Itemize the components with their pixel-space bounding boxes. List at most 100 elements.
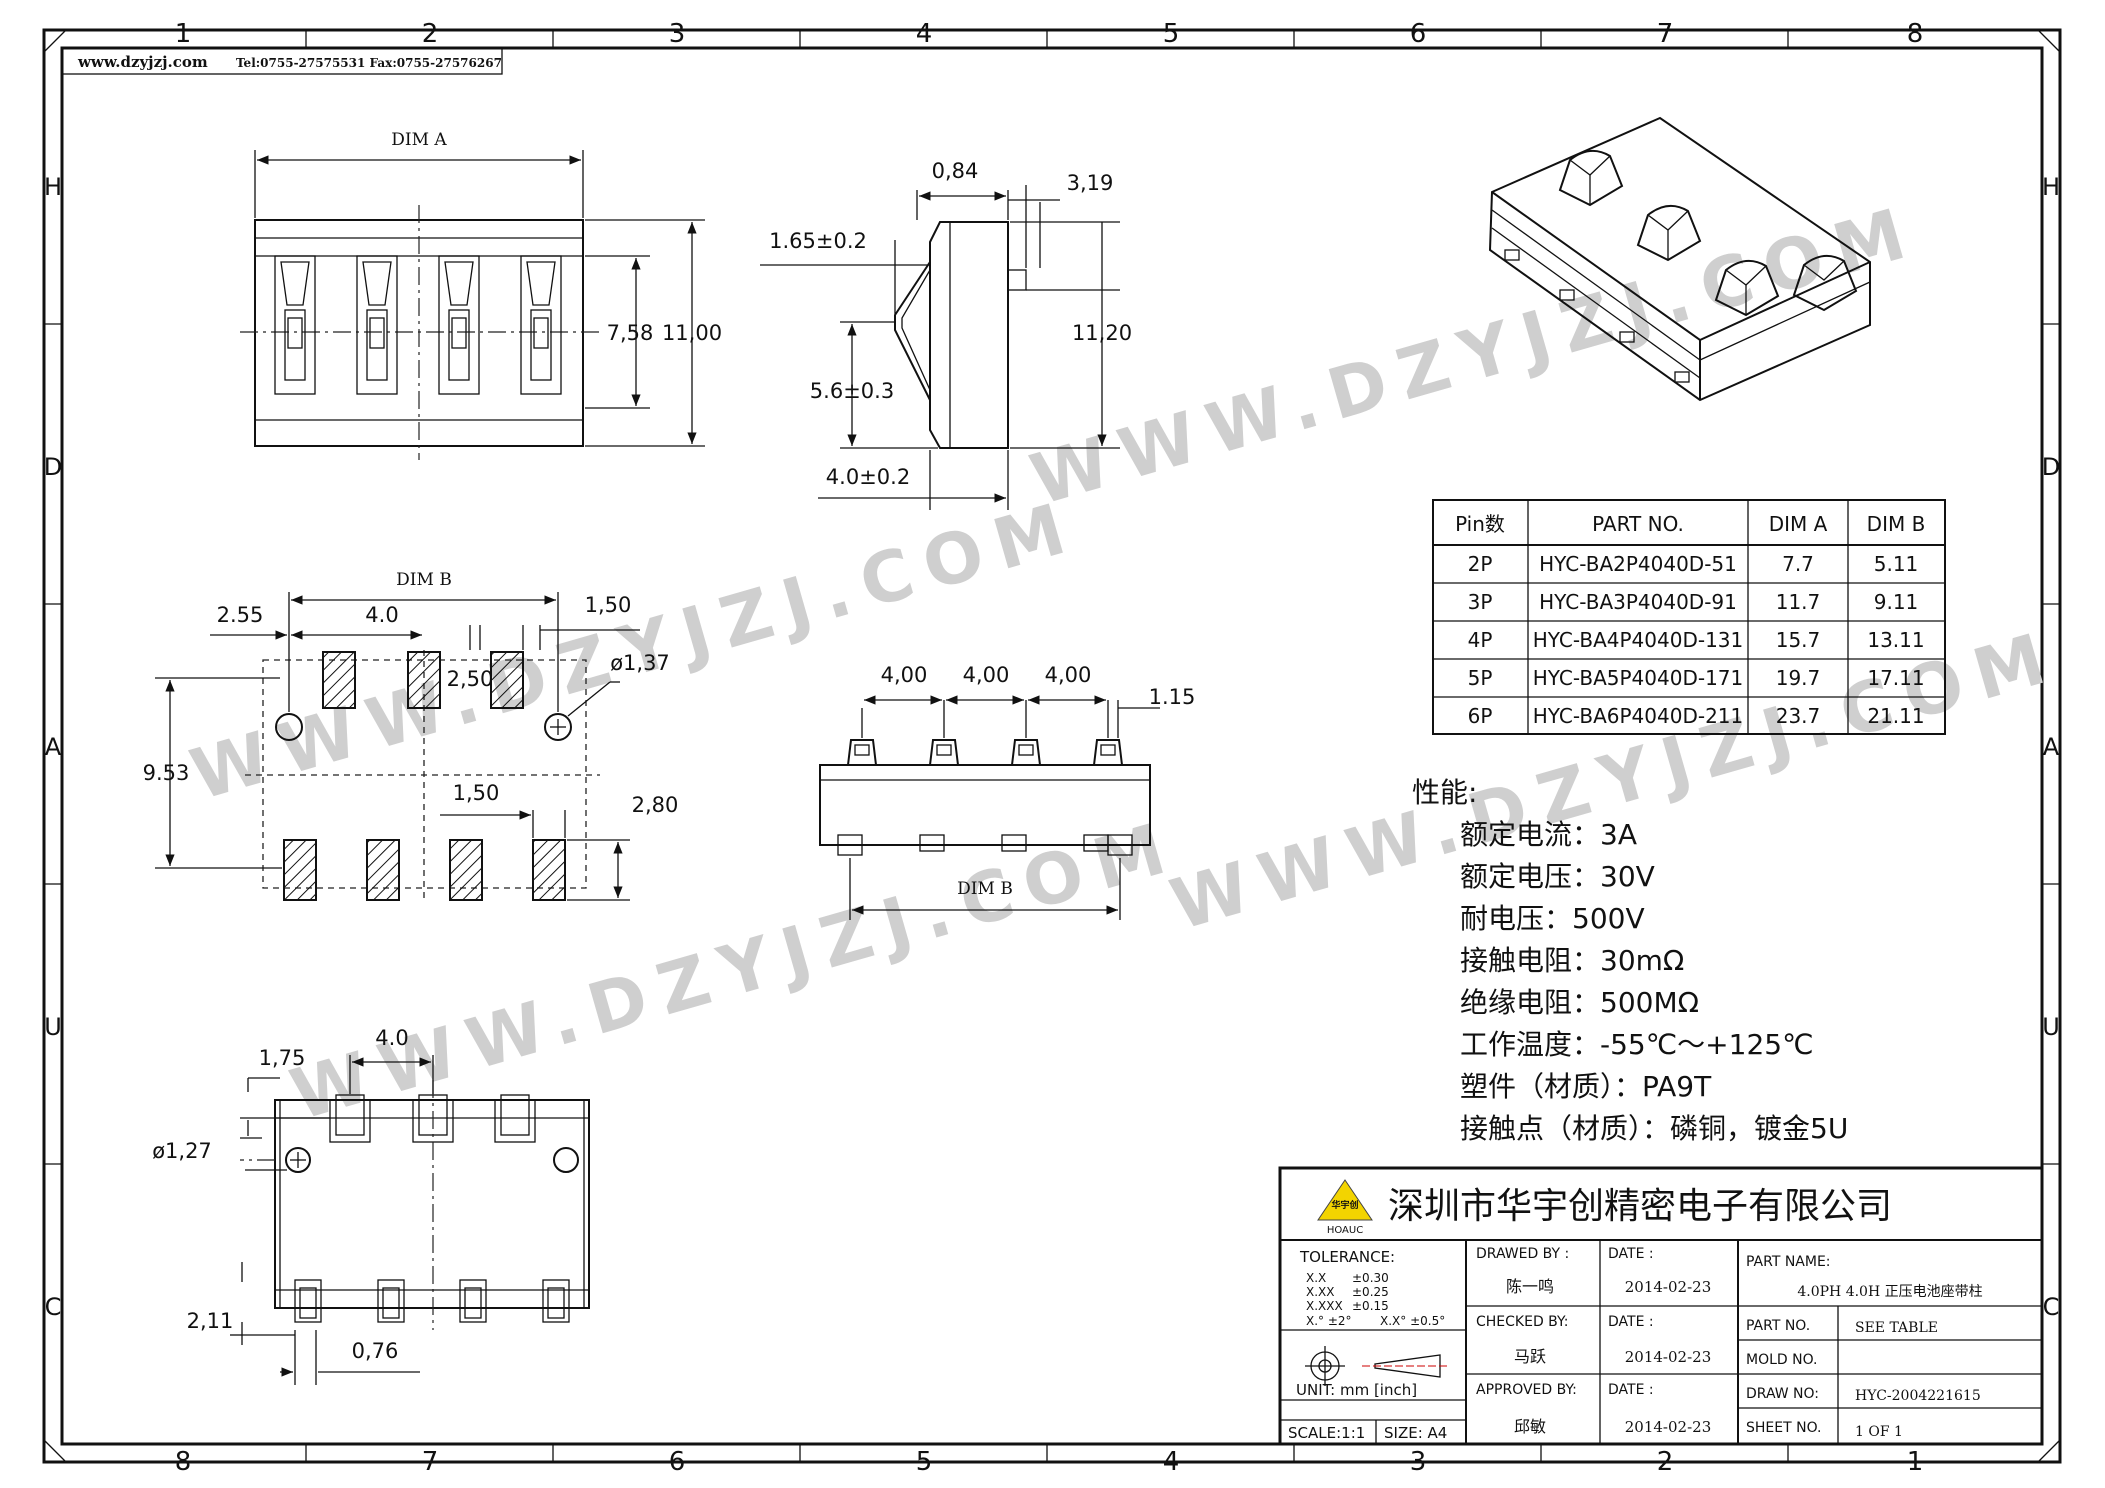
logo-subtext: HOAUC: [1327, 1225, 1363, 1236]
dim-56-label: 5.6±0.3: [810, 379, 894, 403]
spec-line: 额定电压：30V: [1460, 860, 1655, 893]
table-cell: HYC-BA4P4040D-131: [1533, 628, 1744, 652]
dim-127-label: ø1,27: [152, 1139, 212, 1163]
table-row: 6P HYC-BA6P4040D-211 23.7 21.11: [1468, 704, 1925, 728]
dim-084-label: 0,84: [932, 159, 979, 183]
checked-date-label: DATE :: [1608, 1314, 1654, 1330]
table-cell: 3P: [1468, 590, 1493, 614]
table-cell: 2P: [1468, 552, 1493, 576]
col-label: 3: [669, 19, 686, 49]
front-view-contacts: [847, 739, 1123, 766]
table-cell: 11.7: [1776, 590, 1821, 614]
dim-1120-label: 11,20: [1072, 321, 1132, 345]
table-cell: 21.11: [1867, 704, 1924, 728]
row-label: A: [2043, 733, 2060, 761]
frame-row-labels-left: H D A U C: [44, 173, 62, 1321]
part-name-label: PART NAME:: [1746, 1254, 1831, 1270]
sheet-no-value: 1 OF 1: [1855, 1424, 1903, 1440]
row-label: A: [45, 733, 62, 761]
dim-150-top-label: 1,50: [585, 593, 632, 617]
bottom-view-top-contacts: [329, 1094, 536, 1143]
spec-line: 额定电流：3A: [1460, 818, 1637, 851]
dim-40-label: 4.0±0.2: [826, 465, 910, 489]
spec-line: 耐电压：500V: [1460, 902, 1645, 935]
col-label: 1: [1907, 1447, 1924, 1477]
tolerance-label: TOLERANCE:: [1299, 1248, 1395, 1266]
dim-b-label: DIM B: [396, 570, 452, 590]
part-no-label: PART NO.: [1746, 1318, 1810, 1334]
row-label: C: [2043, 1293, 2060, 1321]
part-no-value: SEE TABLE: [1855, 1320, 1938, 1336]
unit-label: UNIT: mm [inch]: [1296, 1381, 1417, 1399]
col-label: 8: [175, 1447, 192, 1477]
col-label: 5: [1163, 19, 1180, 49]
col-label: 8: [1907, 19, 1924, 49]
drawn-date-value: 2014-02-23: [1625, 1278, 1711, 1296]
col-label: 1: [175, 19, 192, 49]
mold-no-label: MOLD NO.: [1746, 1352, 1818, 1368]
dim-280-label: 2,80: [632, 793, 679, 817]
row-label: U: [44, 1013, 62, 1041]
spec-line: 绝缘电阻：500MΩ: [1460, 986, 1699, 1019]
tol-angle-2: X.X° ±0.5°: [1380, 1314, 1445, 1328]
row-label: H: [2042, 173, 2060, 201]
col-label: 2: [422, 19, 439, 49]
row-label: D: [2042, 453, 2060, 481]
tol-xxx: X.XXX: [1306, 1299, 1343, 1313]
tol-x-val: ±0.30: [1352, 1271, 1389, 1285]
drawn-by-label: DRAWED BY :: [1476, 1246, 1569, 1262]
table-cell: 19.7: [1776, 666, 1821, 690]
col-label: 7: [1657, 19, 1674, 49]
table-header: DIM B: [1867, 512, 1926, 536]
spec-line: 塑件（材质）：PA9T: [1460, 1070, 1712, 1103]
drawn-by-value: 陈一鸣: [1506, 1277, 1554, 1296]
dim-b-front-label: DIM B: [957, 879, 1013, 899]
part-name-value: 4.0PH 4.0H 正压电池座带柱: [1797, 1284, 1982, 1300]
pcb-pads-bottom: [283, 839, 566, 901]
table-cell: 7.7: [1782, 552, 1814, 576]
row-label: C: [45, 1293, 62, 1321]
col-label: 5: [916, 1447, 933, 1477]
table-cell: 5P: [1468, 666, 1493, 690]
watermark-text: WWW.DZYJZJ.COM: [1022, 189, 1927, 521]
tol-angle-1: X.° ±2°: [1306, 1314, 1352, 1328]
col-label: 4: [916, 19, 933, 49]
dim-40-bottom-label: 4.0: [375, 1026, 408, 1050]
top-view-contacts: [274, 255, 562, 395]
tol-xxx-val: ±0.15: [1352, 1299, 1389, 1313]
table-header: PART NO.: [1592, 512, 1684, 536]
dim-255-label: 2.55: [217, 603, 264, 627]
dim-211-label: 2,11: [187, 1309, 234, 1333]
pcb-pads-top: [322, 651, 524, 709]
dim-953-label: 9.53: [143, 761, 190, 785]
table-cell: HYC-BA2P4040D-51: [1539, 552, 1737, 576]
tol-xx-val: ±0.25: [1352, 1285, 1389, 1299]
dim-400-1-label: 4,00: [881, 663, 928, 687]
checked-by-value: 马跃: [1514, 1347, 1546, 1366]
col-label: 6: [1410, 19, 1427, 49]
row-label: H: [44, 173, 62, 201]
approved-by-value: 邱敏: [1514, 1417, 1546, 1436]
dim-400-2-label: 4,00: [963, 663, 1010, 687]
bottom-view-bottom-contacts: [294, 1279, 570, 1323]
side-view: 0,84 3,19 1.65±0.2 11,20 5.6±0.3 4.0±0.2: [760, 159, 1132, 510]
specs-title: 性能:: [1412, 776, 1477, 809]
table-row: 2P HYC-BA2P4040D-51 7.7 5.11: [1468, 552, 1919, 576]
bottom-view: 1,75 4.0 ø1,27 2,11 0,76: [152, 1026, 590, 1385]
logo-text: 华宇创: [1331, 1199, 1358, 1211]
dim-a-label: DIM A: [391, 130, 447, 150]
watermark-text: WWW.DZYJZJ.COM: [1162, 614, 2067, 946]
dim-137-label: ø1,37: [610, 651, 670, 675]
tol-xx: X.XX: [1306, 1285, 1334, 1299]
front-view: 4,00 4,00 4,00 1.15 DIM B: [819, 663, 1195, 920]
top-view: DIM A 7,58 11,00: [240, 130, 722, 460]
row-label: U: [2042, 1013, 2060, 1041]
table-header: DIM A: [1769, 512, 1828, 536]
company-logo: 华宇创 HOAUC: [1317, 1179, 1373, 1236]
table-cell: 5.11: [1874, 552, 1919, 576]
dim-150-mid-label: 1,50: [453, 781, 500, 805]
table-cell: 17.11: [1867, 666, 1924, 690]
approved-by-label: APPROVED BY:: [1476, 1382, 1577, 1398]
table-cell: HYC-BA5P4040D-171: [1533, 666, 1744, 690]
draw-no-label: DRAW NO:: [1746, 1386, 1819, 1402]
